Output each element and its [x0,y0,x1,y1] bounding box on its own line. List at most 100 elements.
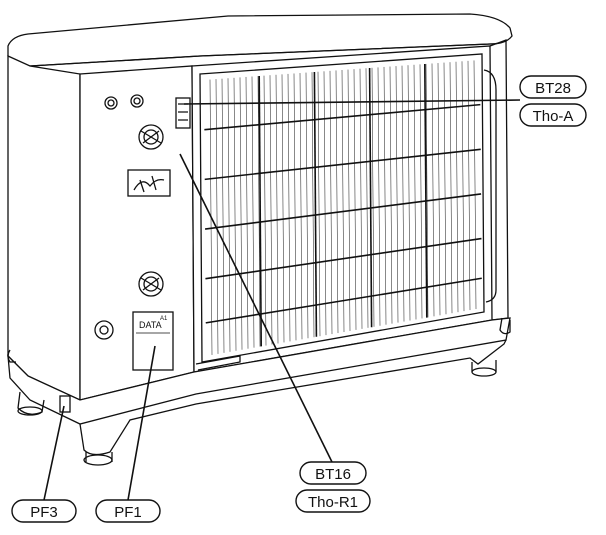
bt28-sensor [175,97,191,129]
grille-bar [239,77,243,350]
left-side-panel [7,54,81,402]
grille-frame-inner [199,53,485,363]
cable-gland-side-inner [99,325,109,335]
grille-bar [407,65,411,321]
grille-bar [377,67,381,326]
cable-gland-1 [104,96,118,110]
pipe-connection-bottom [138,271,164,297]
callout-tho-r1-text: Tho-R1 [308,494,358,511]
pipe-connection-top [138,124,164,150]
foot-back-right [499,317,511,335]
foot-right [471,360,497,372]
grille-bar [455,61,459,313]
grille-rib-vertical [258,75,262,347]
fan-grille [204,60,482,355]
grille-rib-horizontal [204,193,482,230]
grille-rib-horizontal [204,148,481,181]
foot-front [85,452,113,462]
grille-bar [383,66,387,325]
foot-pad-right [471,367,497,377]
base-skirt [79,339,507,456]
grille-bar [329,70,333,335]
grille-bar [395,66,399,323]
foot-back [7,349,16,363]
grille-bar [287,73,291,342]
leader-lines [43,99,521,501]
grille-bar [335,70,339,334]
leader-bt16 [179,153,333,463]
foot-pad-front [83,454,113,466]
grille-bar [413,64,417,320]
base-frame [7,317,511,425]
pf3-plate [59,395,71,413]
callout-bt28: BT28 [519,75,587,99]
grille-bar [347,69,351,331]
grille-bar [221,78,225,353]
cable-gland-1-core [107,99,115,107]
grille-bar [305,72,309,339]
warning-sign [127,169,171,197]
grille-bar [365,68,369,328]
callout-pf1-text: PF1 [114,504,142,521]
callout-pf3-text: PF3 [30,504,58,521]
callout-tho-a-text: Tho-A [533,108,574,125]
cable-gland-side [94,320,114,340]
grille-bar [359,68,363,329]
leader-bt28 [183,99,521,105]
grille-bar [449,62,453,314]
grille-bar [341,69,345,333]
callout-bt16-text: BT16 [315,466,351,483]
grille-rib-vertical [368,67,373,328]
grille-bar [419,64,423,319]
grille-bar [269,75,273,345]
grille-bar [293,73,297,341]
pipe-connection-top-inner [143,129,159,145]
grille-bar [311,72,315,338]
grille-rib-vertical [313,71,318,337]
callout-tho-r1: Tho-R1 [295,489,371,513]
grille-bar [389,66,393,324]
grille-bar [299,73,303,340]
right-edge-panel [489,39,509,321]
grille-bar [215,79,219,354]
pipe-connection-bottom-inner [143,276,159,292]
callout-bt28-text: BT28 [535,80,571,97]
callout-tho-a: Tho-A [519,103,587,127]
cable-gland-2 [130,94,144,108]
grille-bar [431,63,435,317]
grille-bracket [195,355,241,371]
pipe-connection-bottom-thread [140,277,162,291]
grille-bar [263,75,267,346]
callout-bt16: BT16 [299,461,367,485]
grille-rib-horizontal [205,277,482,324]
outdoor-unit [7,13,513,466]
grille-bar [461,61,465,312]
grille-bar [245,76,249,349]
grille-bar [401,65,405,322]
grille-bar [425,63,429,318]
foot-pad-left [17,406,43,416]
grille-rib-vertical [424,63,428,318]
grille-bar [233,77,237,351]
callout-pf3: PF3 [11,499,77,523]
grille-bar [257,76,261,347]
grille-bar [275,74,279,344]
grille-bar [467,60,471,311]
grille-bar [437,63,441,316]
grille-rib-horizontal [205,237,482,280]
grille-bar [317,71,321,337]
warning-sign-symbol [133,175,165,193]
data-plate-label: DATA [139,320,162,330]
grille-bar [227,78,231,352]
grille-bar [443,62,447,315]
data-plate-corner: A1 [160,316,168,322]
grille-bar [323,71,327,336]
leader-pf1 [127,345,156,501]
leader-pf3 [43,405,65,501]
right-pipe [483,69,497,303]
cable-gland-2-core [133,97,141,105]
grille-bar [473,60,477,310]
callout-pf1: PF1 [95,499,161,523]
grille-bar [353,69,357,330]
